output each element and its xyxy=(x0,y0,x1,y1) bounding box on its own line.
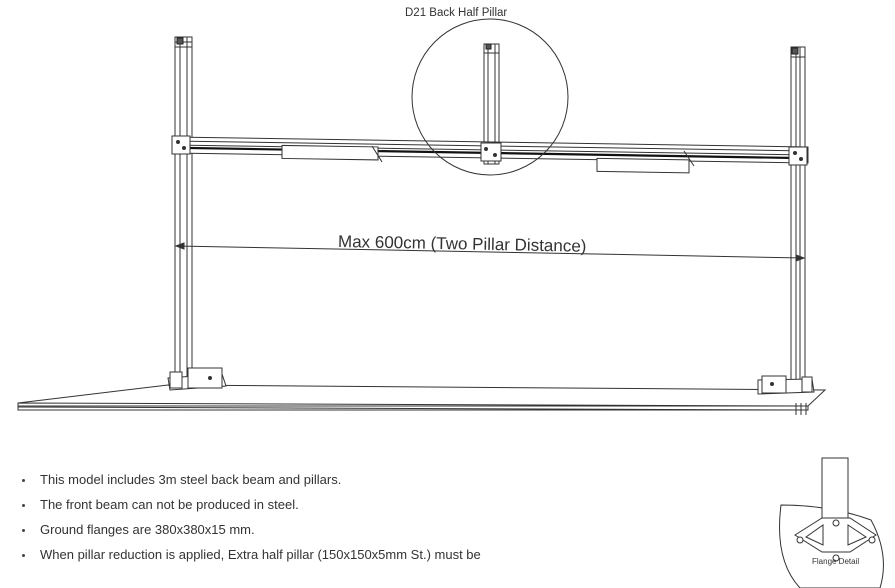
left-pillar xyxy=(174,36,193,388)
right-pillar xyxy=(790,46,806,388)
left-base-flange xyxy=(167,367,227,391)
flange-detail-inset xyxy=(779,457,884,588)
callout-label: D21 Back Half Pillar xyxy=(405,7,508,19)
notes-list: This model includes 3m steel back beam a… xyxy=(20,472,481,572)
note-item: Ground flanges are 380x380x15 mm. xyxy=(20,522,481,547)
note-item: The front beam can not be produced in st… xyxy=(20,497,481,522)
note-item: When pillar reduction is applied, Extra … xyxy=(20,547,481,572)
callout-circle xyxy=(411,18,569,176)
flange-detail-label: Flange Detail xyxy=(812,557,860,566)
dimension-line xyxy=(174,242,806,262)
back-beam xyxy=(171,135,809,174)
note-item: This model includes 3m steel back beam a… xyxy=(20,472,481,497)
ground-platform xyxy=(17,384,827,415)
right-base-flange xyxy=(757,375,815,395)
